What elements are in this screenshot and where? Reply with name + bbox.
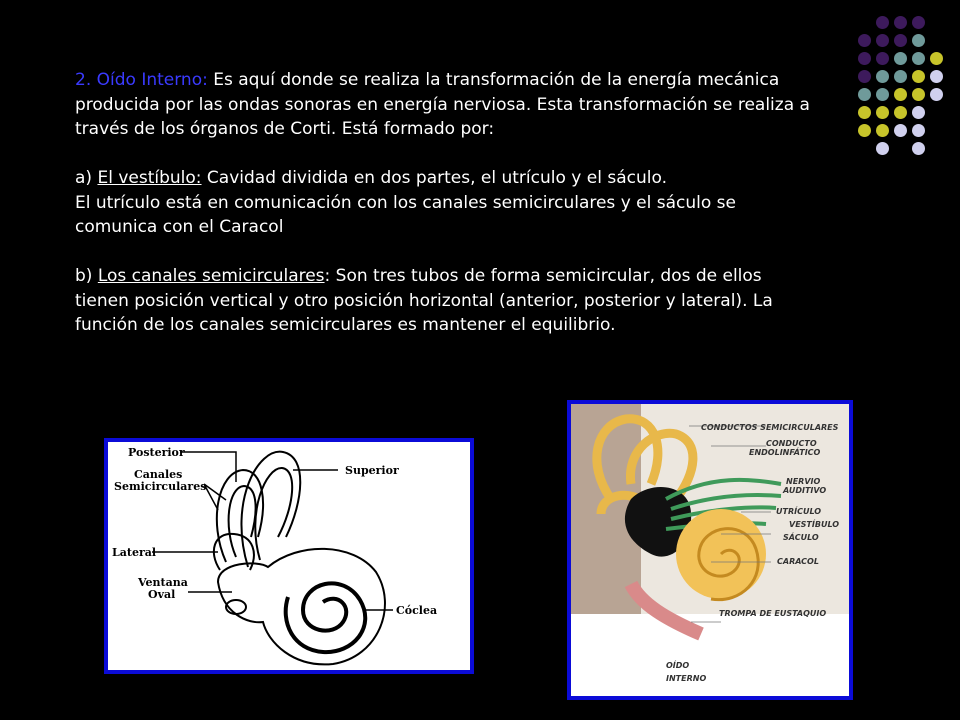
decorative-dot — [894, 34, 907, 47]
decorative-dot — [912, 70, 925, 83]
label-utriculo: UTRÍCULO — [776, 505, 821, 516]
decorative-dot — [876, 16, 889, 29]
canal-b — [626, 428, 698, 502]
decorative-dot — [912, 34, 925, 47]
diagram-inner-ear-lines: Posterior Canales Semicirculares Superio… — [104, 438, 474, 674]
inner-ear-color-illustration: CONDUCTOS SEMICIRCULARES CONDUCTO ENDOLI… — [571, 404, 849, 696]
label-ventana-1: Ventana — [137, 576, 188, 589]
term-canales: Los canales semicirculares — [97, 266, 325, 286]
label-superior: Superior — [345, 464, 399, 477]
label-trompa: TROMPA DE EUSTAQUIO — [719, 609, 826, 618]
canal-posterior-outer — [215, 468, 264, 563]
decorative-dot — [894, 70, 907, 83]
item-prefix: a) — [75, 168, 98, 188]
decorative-dot — [912, 124, 925, 137]
label-nervio-1: NERVIO — [786, 477, 820, 486]
term-vestibulo: El vestíbulo: — [97, 168, 202, 188]
label-nervio-2: AUDITIVO — [782, 486, 826, 495]
decorative-dot — [876, 52, 889, 65]
decorative-dot — [876, 106, 889, 119]
label-conductos: CONDUCTOS SEMICIRCULARES — [701, 423, 839, 432]
canal-superior-inner — [254, 466, 294, 561]
decorative-dot — [858, 88, 871, 101]
decorative-dot — [858, 106, 871, 119]
label-posterior: Posterior — [128, 446, 185, 459]
item-prefix: b) — [75, 266, 98, 286]
canal-superior-outer — [240, 450, 302, 568]
oval-window-shape — [225, 599, 247, 615]
decorative-dot — [858, 124, 871, 137]
canal-a — [592, 414, 663, 502]
decorative-dot — [858, 52, 871, 65]
paragraph-oido-interno: 2. Oído Interno: Es aquí donde se realiz… — [75, 68, 815, 142]
cochlea-spiral — [283, 581, 368, 655]
decorative-dot — [858, 70, 871, 83]
label-lateral: Lateral — [112, 546, 156, 559]
paragraph-body: : Son tres tubos de forma semicircular, … — [75, 266, 773, 335]
label-conducto-2: ENDOLINFÁTICO — [749, 446, 821, 457]
label-title-2: INTERNO — [666, 674, 706, 683]
decorative-dot — [912, 88, 925, 101]
decorative-dot — [912, 16, 925, 29]
decorative-dot — [894, 52, 907, 65]
paragraph-vestibulo: a) El vestíbulo: Cavidad dividida en dos… — [75, 166, 815, 240]
label-title-1: OÍDO — [666, 659, 689, 670]
label-canales-1: Canales — [134, 468, 182, 481]
decorative-dot — [912, 52, 925, 65]
decorative-dot — [912, 106, 925, 119]
decorative-dot — [876, 124, 889, 137]
paragraph-body: Cavidad dividida en dos partes, el utríc… — [201, 168, 667, 188]
canal-posterior-inner — [227, 484, 257, 558]
decorative-dot — [912, 142, 925, 155]
vestibule-shape — [624, 487, 692, 557]
paragraph-body: Es aquí donde se realiza la transformaci… — [75, 70, 810, 139]
decorative-dots — [850, 12, 960, 162]
paragraph-body-line2: El utrículo está en comunicación con los… — [75, 192, 736, 238]
label-vestibulo: VESTÍBULO — [789, 518, 839, 529]
label-coclea: Cóclea — [396, 604, 437, 617]
heading-oido-interno: 2. Oído Interno: — [75, 70, 208, 90]
decorative-dot — [930, 70, 943, 83]
decorative-dot — [930, 52, 943, 65]
cochlea-outline — [216, 547, 386, 666]
decorative-dot — [894, 16, 907, 29]
decorative-dot — [876, 88, 889, 101]
label-ventana-2: Oval — [148, 588, 175, 601]
illustration-oido-interno: CONDUCTOS SEMICIRCULARES CONDUCTO ENDOLI… — [567, 400, 853, 700]
decorative-dot — [894, 106, 907, 119]
paragraph-canales: b) Los canales semicirculares: Son tres … — [75, 264, 815, 338]
decorative-dot — [894, 88, 907, 101]
decorative-dot — [876, 70, 889, 83]
decorative-dot — [930, 88, 943, 101]
decorative-dot — [858, 34, 871, 47]
label-conducto-1: CONDUCTO — [766, 439, 817, 448]
label-saculo: SÁCULO — [783, 531, 819, 542]
label-canales-2: Semicirculares — [114, 480, 206, 493]
decorative-dot — [894, 124, 907, 137]
decorative-dot — [876, 34, 889, 47]
inner-ear-line-drawing: Posterior Canales Semicirculares Superio… — [112, 446, 437, 666]
content-text: 2. Oído Interno: Es aquí donde se realiz… — [75, 68, 815, 362]
label-caracol: CARACOL — [777, 557, 819, 566]
decorative-dot — [876, 142, 889, 155]
canal-lateral — [212, 532, 255, 571]
